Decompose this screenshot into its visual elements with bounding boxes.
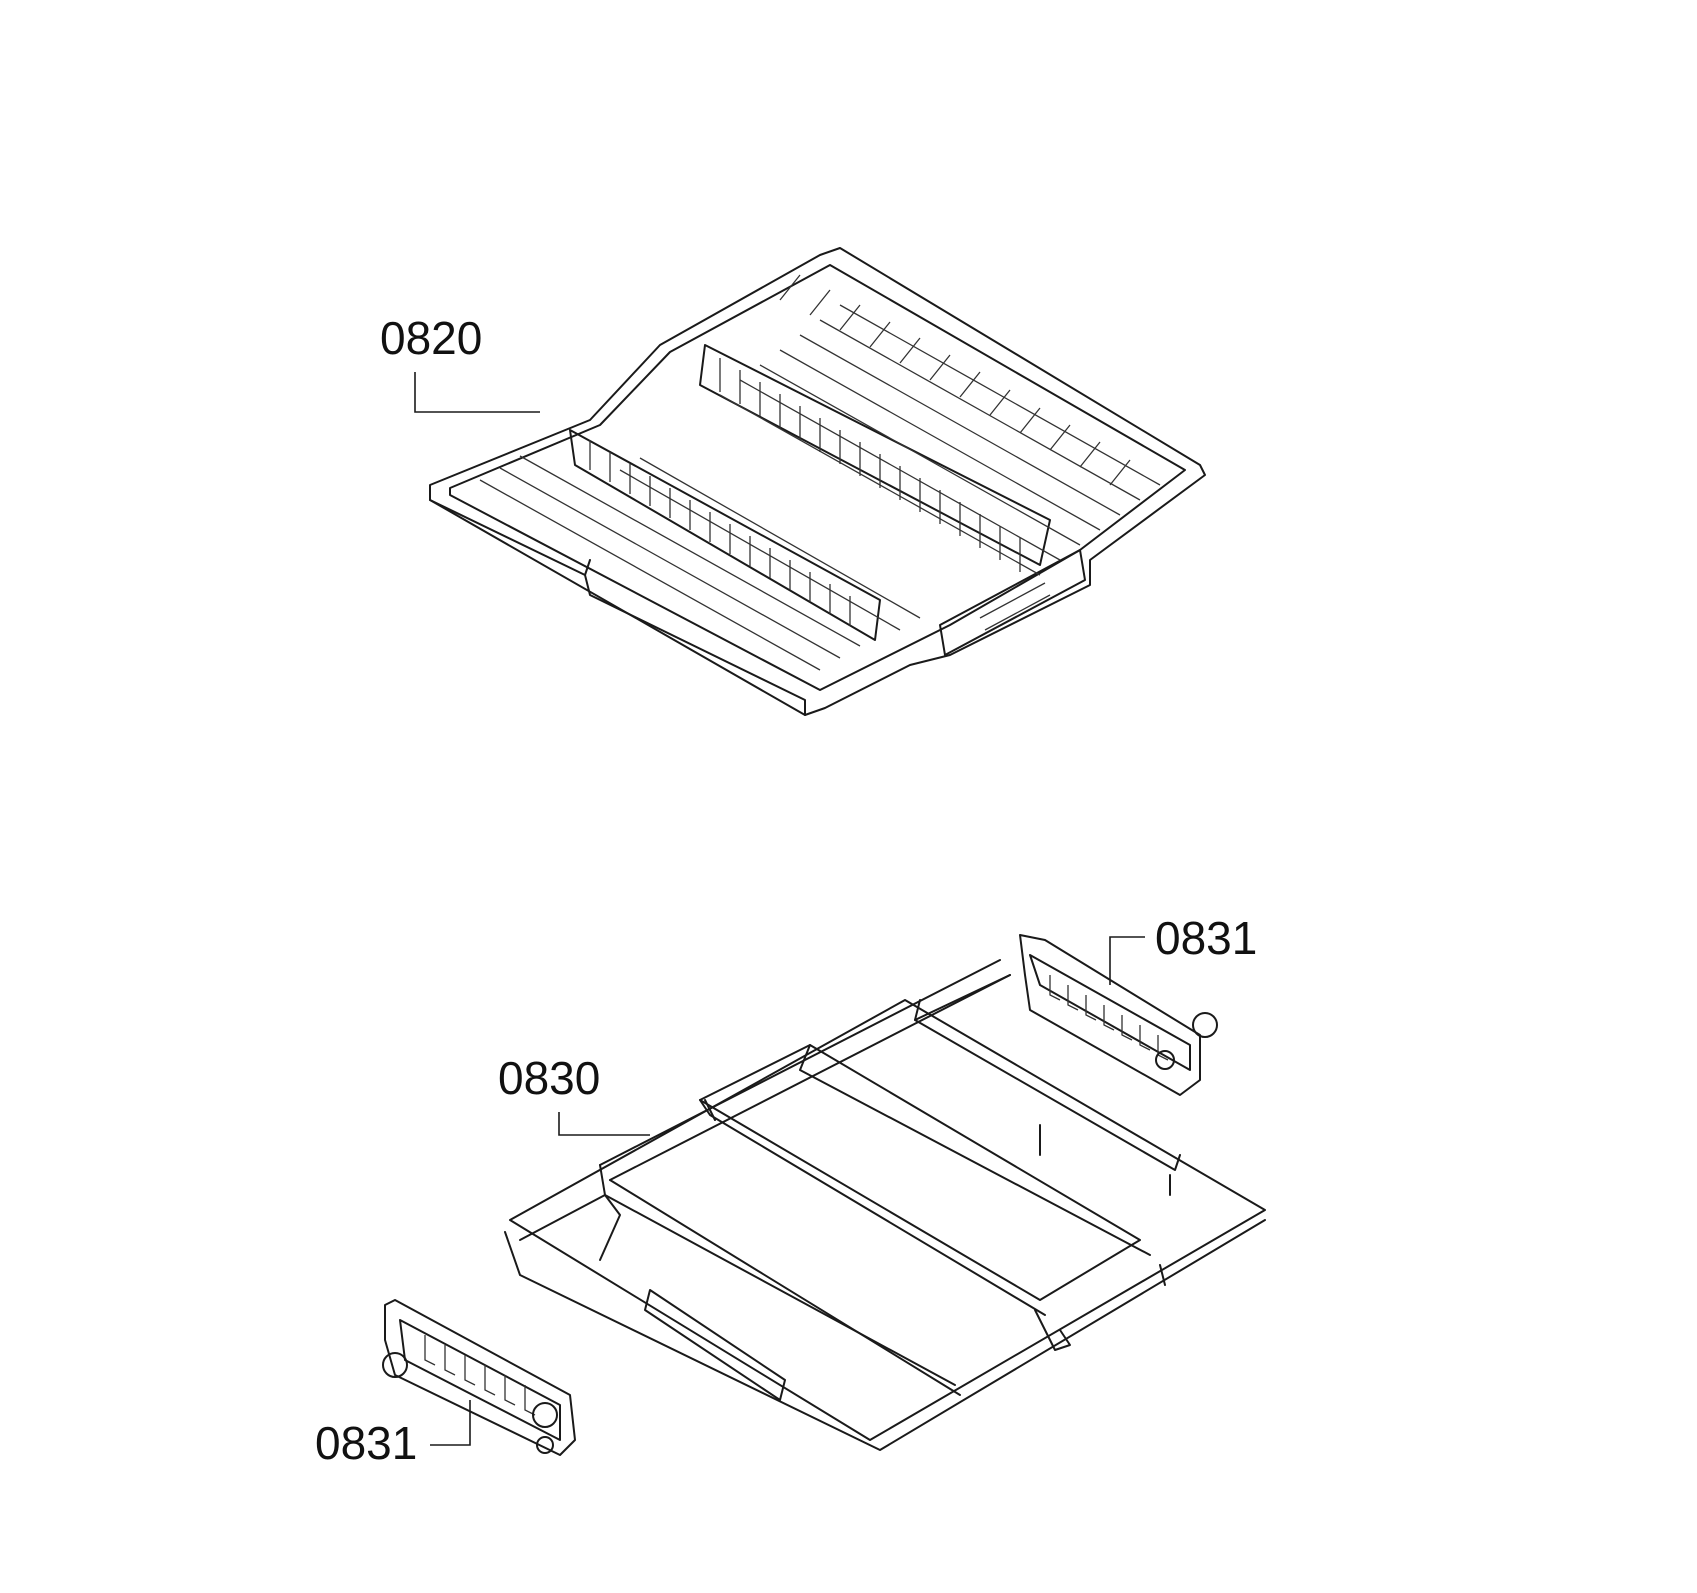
rail-right-drawing — [1019, 934, 1218, 1096]
part-label-0831-right: 0831 — [1155, 912, 1258, 964]
leader-line-0831-left — [430, 1400, 471, 1446]
leader-line-0831-right — [1109, 936, 1145, 985]
cutlery-tray-drawing — [429, 247, 1206, 716]
leader-line-0820 — [414, 372, 540, 413]
leader-line-0830 — [558, 1112, 650, 1136]
rail-left-drawing — [382, 1299, 576, 1456]
wire-rack-drawing — [504, 959, 1266, 1451]
part-label-0820: 0820 — [380, 312, 483, 364]
part-label-0830: 0830 — [498, 1052, 601, 1104]
part-label-0831-left: 0831 — [315, 1417, 418, 1469]
